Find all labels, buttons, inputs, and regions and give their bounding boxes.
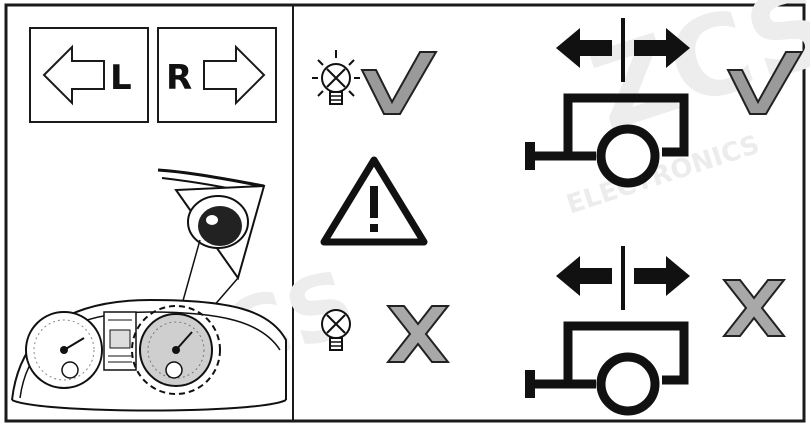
left-label: L xyxy=(110,58,132,98)
instrument-cluster-icon xyxy=(12,300,286,411)
right-label: R xyxy=(166,58,192,98)
